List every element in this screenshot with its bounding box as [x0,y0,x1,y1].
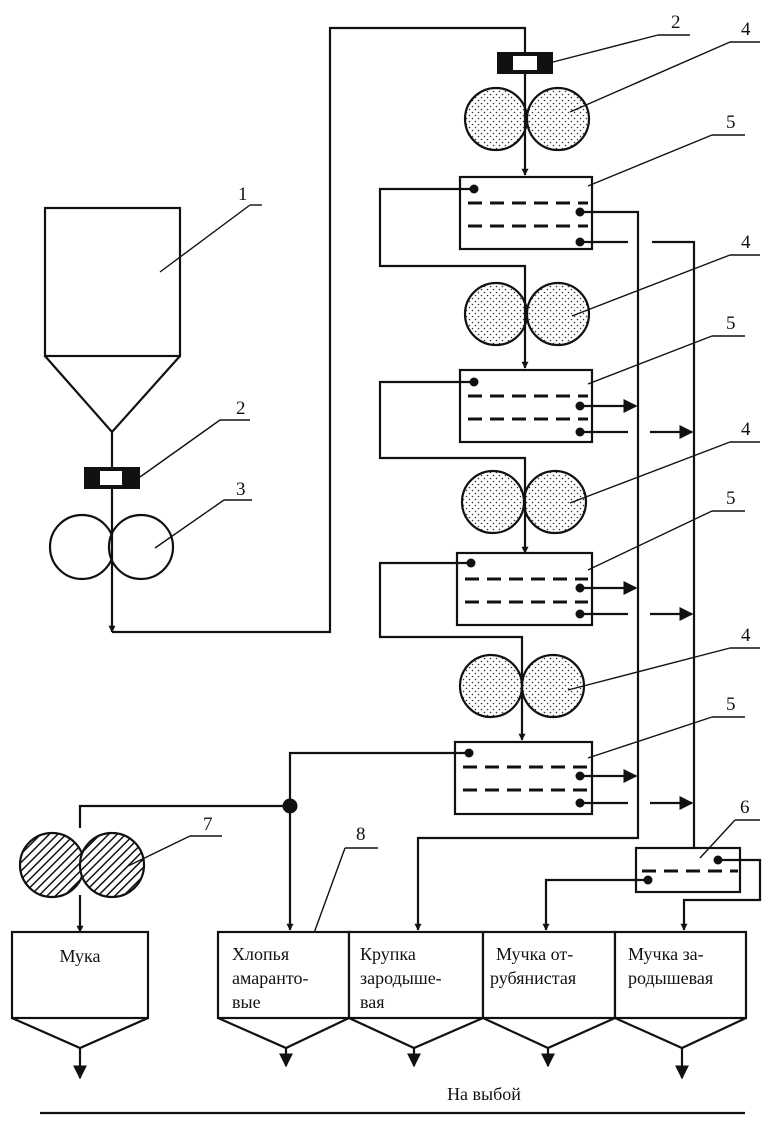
flow-line [78,804,290,828]
label-3: 3 [236,479,246,500]
leader-5 [587,134,713,187]
leader-4 [569,441,731,504]
bin-label: рубянистая [490,968,576,988]
label-2-top: 2 [671,12,681,33]
leader-4 [569,41,731,113]
leader-8 [309,847,346,945]
bin-label: вая [360,992,385,1012]
bin-muchka-otrubyanistaya: Мучка от- рубянистая [481,930,617,1068]
bin-label: Мучка за- [628,944,704,964]
leader-2-top [552,34,659,63]
label-8: 8 [356,824,366,845]
leader-7 [127,835,191,867]
leader-5 [587,716,713,759]
stippled-rolls-icon [463,86,591,152]
flow-line [378,187,527,285]
leader-3 [154,499,225,549]
plain-rolls-icon [48,513,175,581]
sifter [458,175,594,251]
leader-4 [567,647,731,691]
doser-icon [497,52,553,74]
bin-label: Хлопья [232,944,289,964]
flow-line [652,240,696,848]
bin-label: зародыше- [360,968,442,988]
hatched-rolls-icon [18,831,146,899]
sifter [458,368,594,444]
bin-label: Мучка от- [496,944,573,964]
leader-2-left [139,419,221,478]
sifter [453,740,594,816]
stippled-rolls-icon [463,281,591,347]
bin-muka: Мука [10,930,150,1080]
flow-line [680,858,762,931]
leader-5 [587,335,713,385]
label-5: 5 [726,694,736,715]
flow-line [112,26,527,634]
leader-4 [571,254,731,317]
flow-line [378,380,527,475]
bin-label: амаранто- [232,968,309,988]
bin-label: Крупка [360,944,416,964]
bin-khlopya: Хлопья амаранто- вые [216,930,351,1068]
label-7: 7 [203,814,213,835]
label-6: 6 [740,797,750,818]
label-2-left: 2 [236,398,246,419]
sifter [455,551,594,627]
label-4: 4 [741,625,751,646]
bin-krupka: Крупка зародыше- вая [347,930,485,1068]
label-4: 4 [741,19,751,40]
label-1: 1 [238,184,248,205]
bunker [43,206,182,467]
flow-line [288,751,469,806]
label-5: 5 [726,488,736,509]
bin-label: Мука [59,946,100,966]
leader-1 [159,204,251,273]
stippled-rolls-icon [458,653,586,719]
flow-line [542,878,648,931]
leader-5 [587,510,713,571]
control-sifter [634,846,742,894]
label-5: 5 [726,112,736,133]
footer-label: На выбой [447,1084,521,1104]
doser-icon [84,467,140,489]
leader-6 [699,819,736,859]
flow-line [414,210,640,931]
flow-line [378,561,524,655]
bin-muchka-zarodyshevaya: Мучка за- родышевая [613,930,748,1080]
label-4: 4 [741,419,751,440]
label-5: 5 [726,313,736,334]
label-4: 4 [741,232,751,253]
bin-label: вые [232,992,261,1012]
bin-label: родышевая [628,968,713,988]
